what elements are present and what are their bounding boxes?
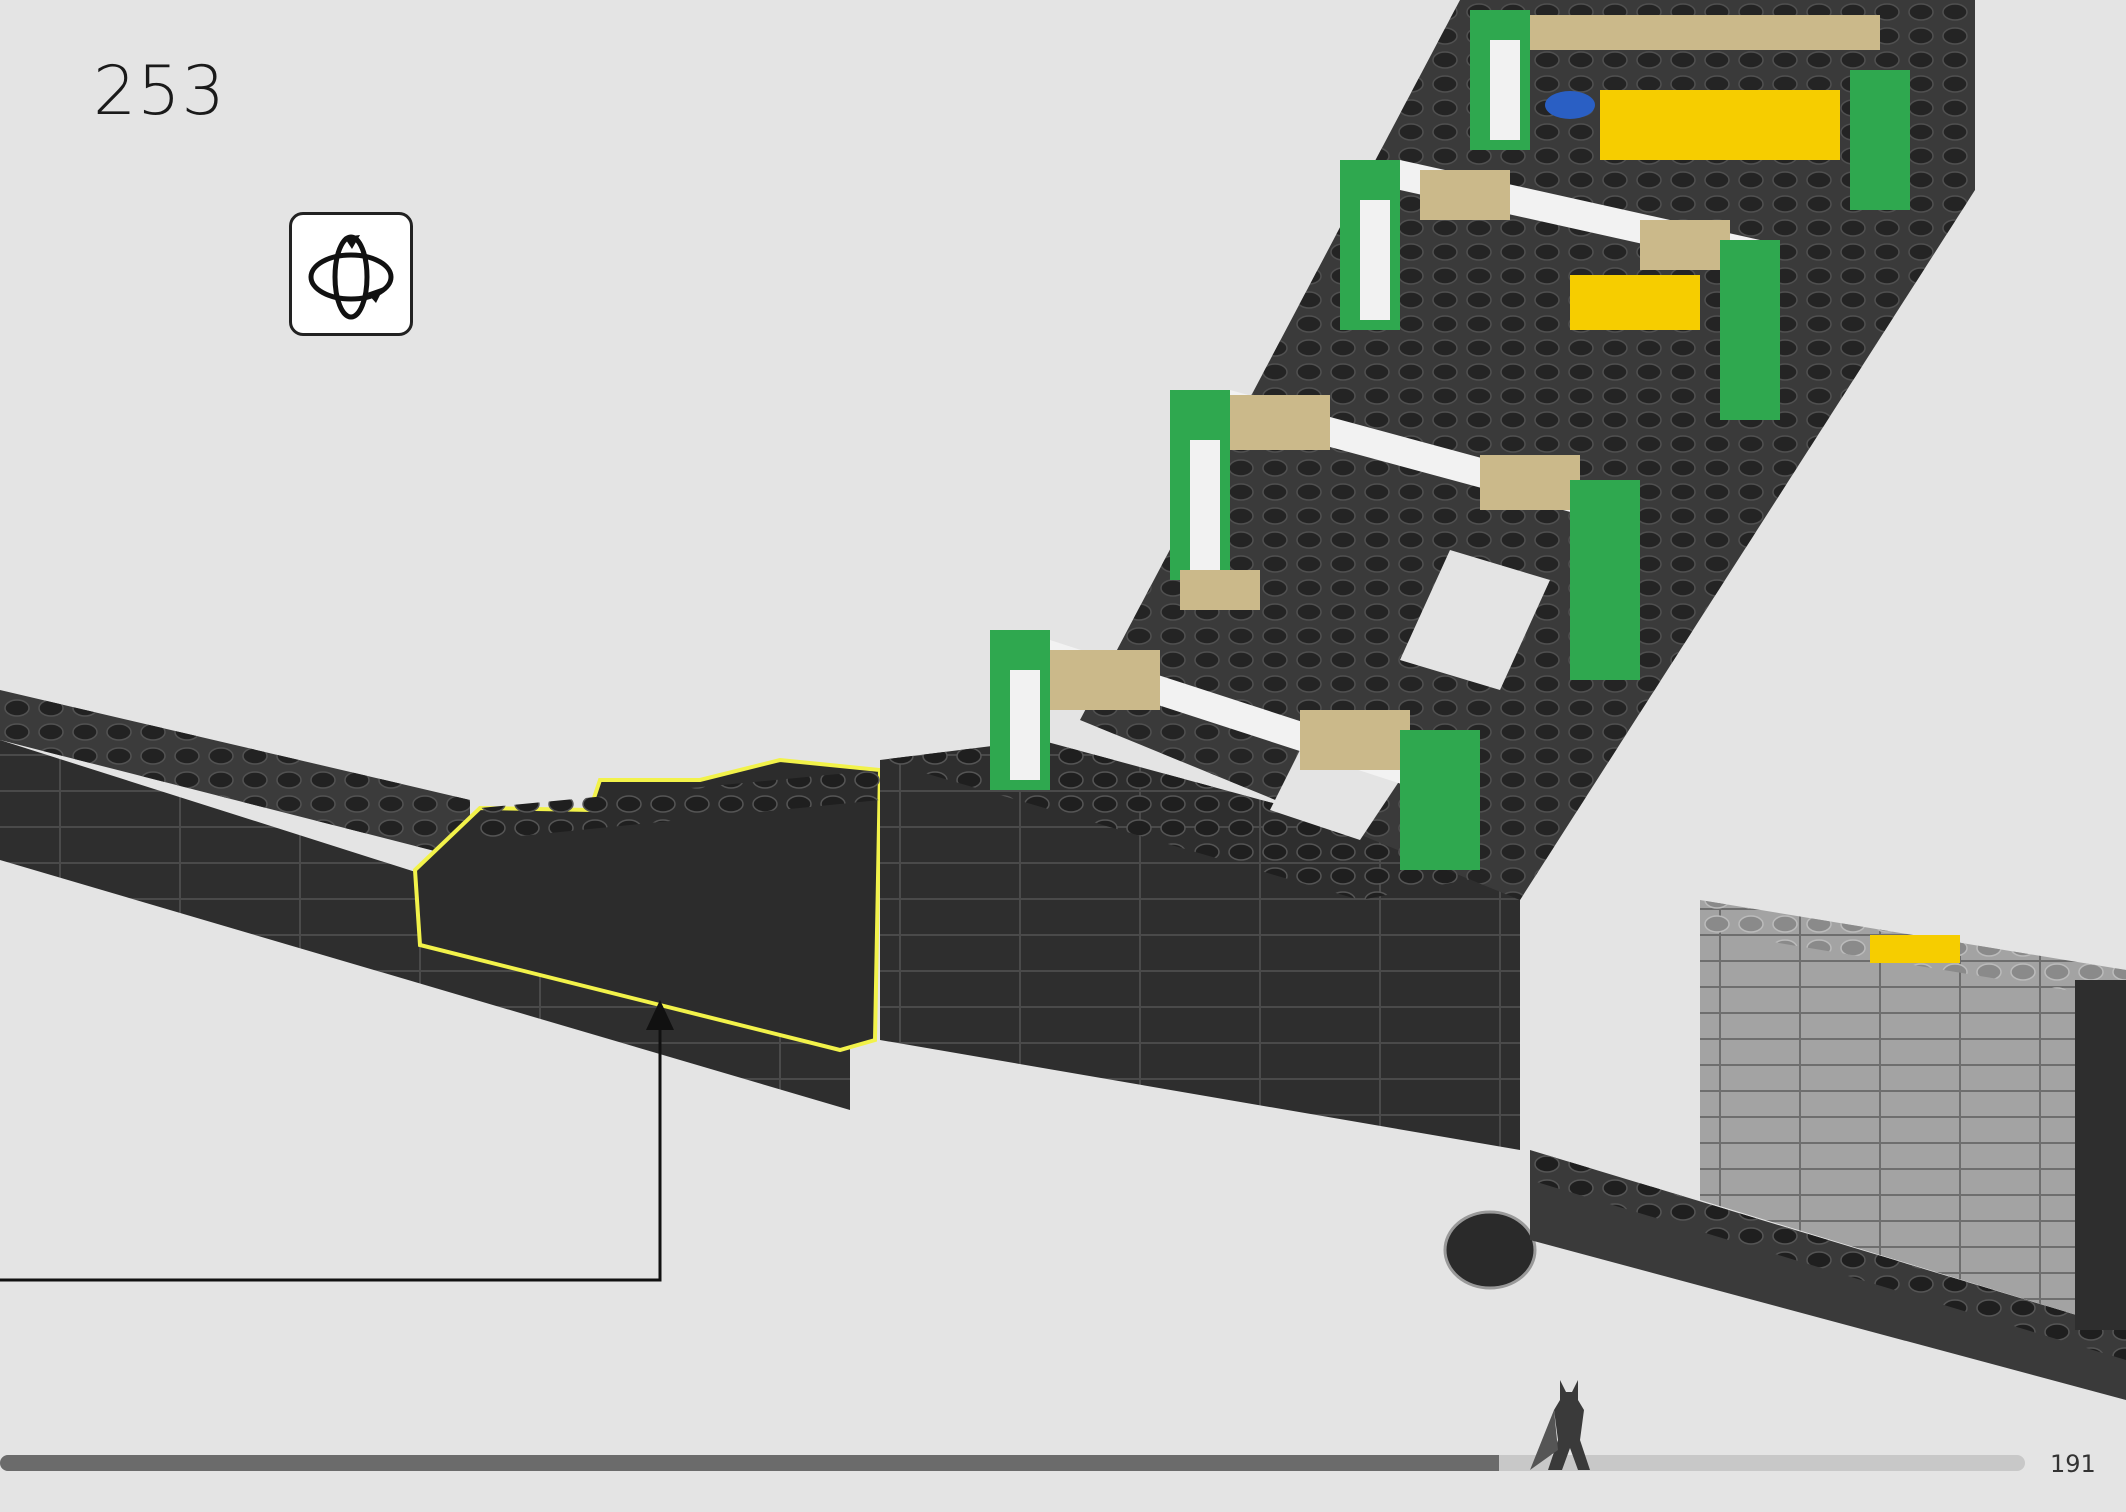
rotate-indicator [289,212,413,336]
technic-connector [1443,1150,2126,1400]
page-number: 191 [2050,1450,2096,1478]
step-number: 253 [93,52,226,131]
rotate-model-icon [308,234,394,320]
arch-row [990,10,1910,870]
progress-bar [0,1455,2025,1471]
gray-wall-right [1700,900,2126,1330]
upper-floor [1080,0,1975,900]
batman-figure-icon [1530,1380,1590,1470]
highlighted-bricks [412,757,883,1053]
callout-arrow [0,1000,674,1282]
progress-fill [0,1455,1499,1471]
